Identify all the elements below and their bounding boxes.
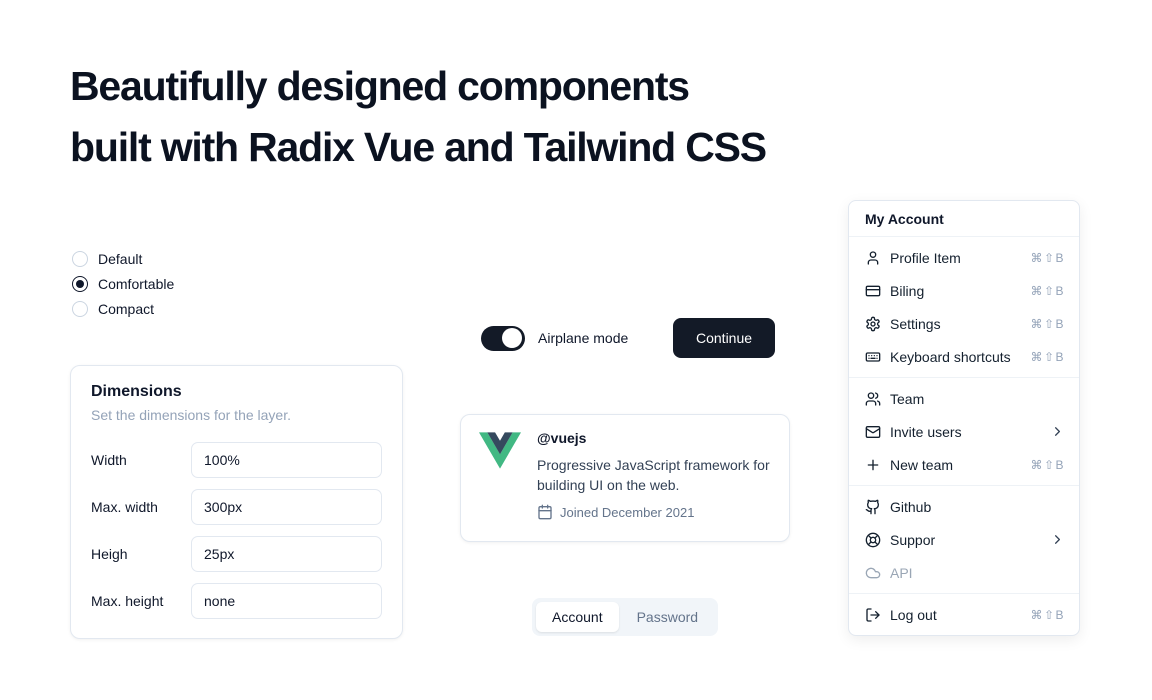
menu-item-label: Log out xyxy=(890,606,937,623)
menu-item-label: Team xyxy=(890,390,925,407)
menu-shortcut: ⌘⇧B xyxy=(1030,250,1065,265)
menu-item-label: Keyboard shortcuts xyxy=(890,348,1011,365)
continue-button[interactable]: Continue xyxy=(673,318,776,358)
radio-option-compact[interactable]: Compact xyxy=(72,301,174,317)
menu-item-label: Biling xyxy=(890,282,925,299)
menu-item-label: Profile Item xyxy=(890,249,961,266)
card-subtitle: Set the dimensions for the layer. xyxy=(91,407,291,423)
menu-item-new-team[interactable]: New team ⌘⇧B xyxy=(849,448,1079,481)
github-icon xyxy=(865,499,880,514)
height-input[interactable] xyxy=(191,536,382,572)
title-line-2: built with Radix Vue and Tailwind CSS xyxy=(70,124,767,170)
form-row: Max. height xyxy=(91,583,382,619)
credit-card-icon xyxy=(865,285,881,296)
switch-knob xyxy=(502,328,522,348)
radio-group: Default Comfortable Compact xyxy=(72,251,174,317)
radio-label: Comfortable xyxy=(98,276,175,292)
radio-option-default[interactable]: Default xyxy=(72,251,174,267)
menu-item-profile[interactable]: Profile Item ⌘⇧B xyxy=(849,241,1079,274)
plus-icon xyxy=(867,459,879,470)
menu-item-billing[interactable]: Biling ⌘⇧B xyxy=(849,274,1079,307)
field-label-max-width: Max. width xyxy=(91,499,158,515)
menu-item-label: Settings xyxy=(890,315,941,332)
width-input[interactable] xyxy=(191,442,382,478)
menu-separator xyxy=(849,236,1079,237)
radio-unchecked-icon xyxy=(72,251,88,267)
menu-shortcut: ⌘⇧B xyxy=(1030,457,1065,472)
menu-item-label: Suppor xyxy=(890,531,936,548)
chevron-right-icon xyxy=(1055,427,1060,436)
radio-label: Default xyxy=(98,251,143,267)
menu-header: My Account xyxy=(865,211,944,227)
tab-account[interactable]: Account xyxy=(536,602,619,632)
form-row: Heigh xyxy=(91,536,382,572)
menu-item-label: Github xyxy=(890,498,932,515)
menu-shortcut: ⌘⇧B xyxy=(1030,607,1065,622)
vue-description: Progressive JavaScript framework for bui… xyxy=(537,457,770,493)
radio-label: Compact xyxy=(98,301,155,317)
max-width-input[interactable] xyxy=(191,489,382,525)
menu-item-settings[interactable]: Settings ⌘⇧B xyxy=(849,307,1079,340)
menu-item-label: Invite users xyxy=(890,423,962,440)
account-menu: My Account Profile Item ⌘⇧B Biling ⌘⇧B xyxy=(848,200,1080,636)
airplane-mode-switch[interactable] xyxy=(481,325,525,351)
menu-separator xyxy=(849,377,1079,378)
gear-icon xyxy=(866,316,880,331)
life-buoy-icon xyxy=(865,532,881,547)
tabs: Account Password xyxy=(532,598,719,636)
log-out-icon xyxy=(866,607,880,622)
vue-handle: @vuejs xyxy=(537,430,587,446)
menu-shortcut: ⌘⇧B xyxy=(1030,283,1065,298)
max-height-input[interactable] xyxy=(191,583,382,619)
menu-group: Team Invite users New team ⌘⇧B xyxy=(849,378,1079,485)
chevron-right-icon xyxy=(1055,535,1060,544)
cloud-icon xyxy=(865,567,881,578)
menu-item-api: API xyxy=(849,556,1079,589)
menu-item-github[interactable]: Github xyxy=(849,490,1079,523)
menu-item-invite-users[interactable]: Invite users xyxy=(849,415,1079,448)
form-row: Max. width xyxy=(91,489,382,525)
airplane-mode-row: Airplane mode xyxy=(481,325,628,351)
mail-icon xyxy=(865,425,881,438)
menu-group: Github Suppor API xyxy=(849,486,1079,593)
field-label-width: Width xyxy=(91,452,127,468)
airplane-mode-label: Airplane mode xyxy=(538,330,629,346)
radio-checked-icon xyxy=(72,276,88,292)
users-icon xyxy=(865,391,881,406)
menu-group: Log out ⌘⇧B xyxy=(849,594,1079,635)
vue-card-body: @vuejs Progressive JavaScript framework … xyxy=(537,430,771,526)
calendar-icon xyxy=(538,504,552,520)
user-icon xyxy=(867,250,879,265)
vue-logo-icon xyxy=(479,432,521,469)
form-row: Width xyxy=(91,442,382,478)
page-title: Beautifully designed components built wi… xyxy=(70,56,767,178)
menu-item-team[interactable]: Team xyxy=(849,382,1079,415)
tab-password[interactable]: Password xyxy=(636,609,699,625)
menu-item-label: API xyxy=(890,564,913,581)
keyboard-icon xyxy=(865,351,881,362)
title-line-1: Beautifully designed components xyxy=(70,63,690,109)
menu-item-keyboard-shortcuts[interactable]: Keyboard shortcuts ⌘⇧B xyxy=(849,340,1079,373)
vue-hover-card: @vuejs Progressive JavaScript framework … xyxy=(460,414,790,542)
menu-separator xyxy=(849,593,1079,594)
menu-shortcut: ⌘⇧B xyxy=(1030,316,1065,331)
vue-joined-text: Joined December 2021 xyxy=(560,504,695,520)
card-title: Dimensions xyxy=(91,383,182,400)
menu-item-log-out[interactable]: Log out ⌘⇧B xyxy=(849,598,1079,631)
field-label-height: Heigh xyxy=(91,546,128,562)
field-label-max-height: Max. height xyxy=(91,593,164,609)
radio-option-comfortable[interactable]: Comfortable xyxy=(72,276,174,292)
menu-item-support[interactable]: Suppor xyxy=(849,523,1079,556)
menu-group: Profile Item ⌘⇧B Biling ⌘⇧B Settings ⌘⇧B xyxy=(849,237,1079,377)
vue-joined-row: Joined December 2021 xyxy=(537,504,771,520)
menu-shortcut: ⌘⇧B xyxy=(1030,349,1065,364)
dimensions-card: Dimensions Set the dimensions for the la… xyxy=(70,365,403,639)
menu-separator xyxy=(849,485,1079,486)
menu-item-label: New team xyxy=(890,456,954,473)
radio-unchecked-icon xyxy=(72,301,88,317)
